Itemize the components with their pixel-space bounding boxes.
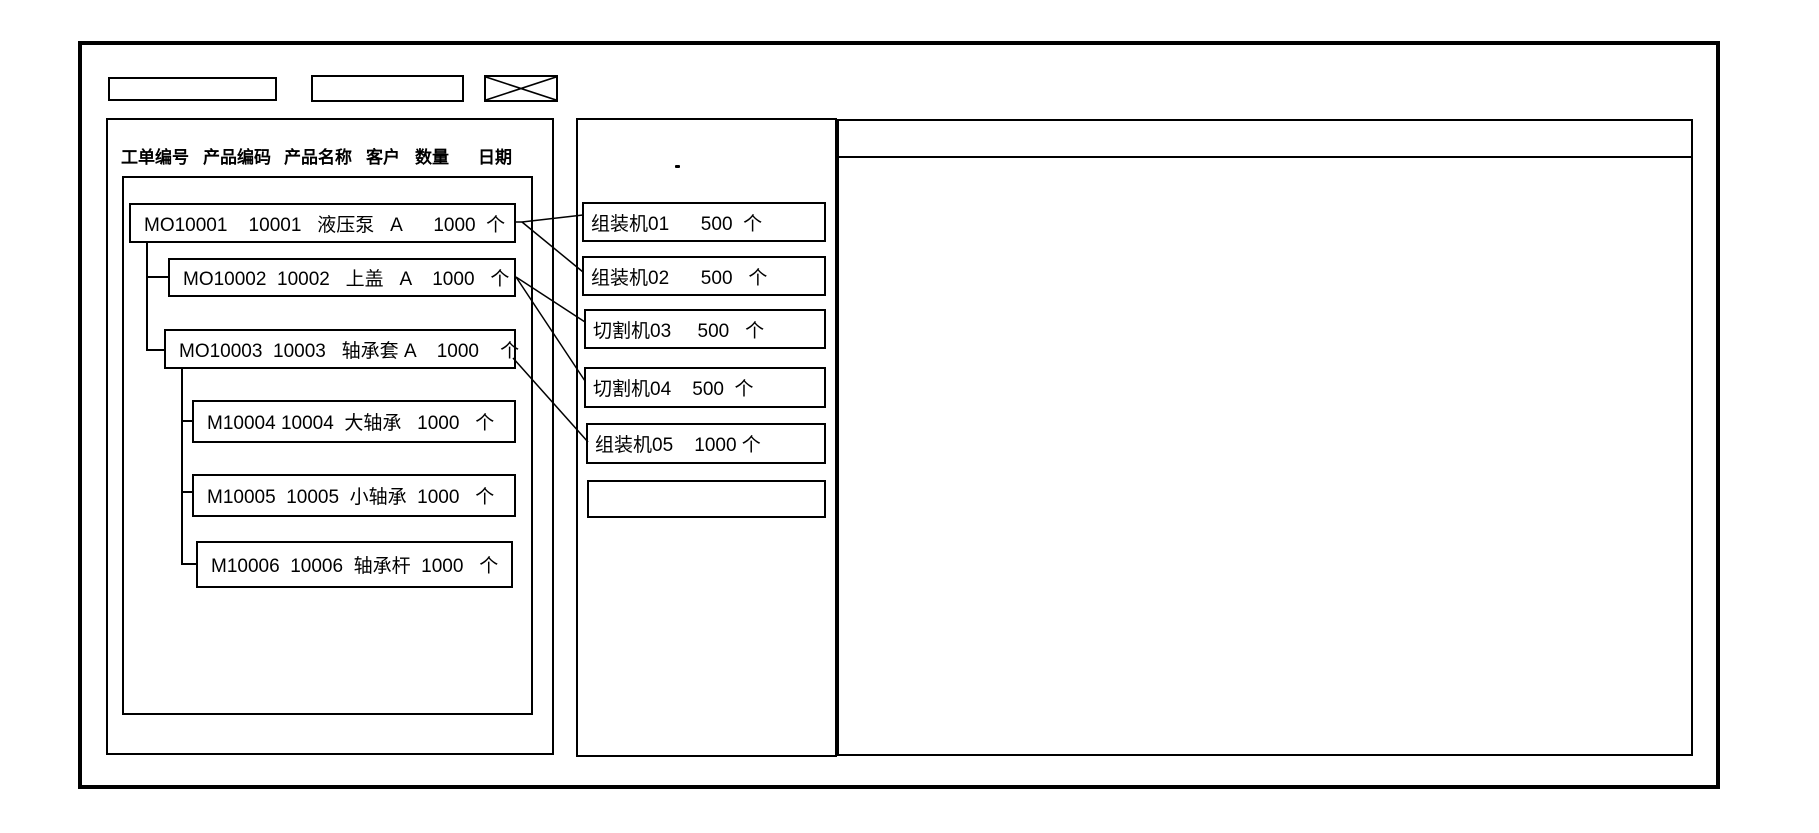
column-header-product-name: 产品名称 <box>284 148 352 167</box>
column-header-order-no: 工单编号 <box>121 148 189 167</box>
order-row-M10005[interactable]: M10005 10005 小轴承 1000 个 <box>192 474 516 517</box>
column-header-date: 日期 <box>478 148 512 167</box>
detail-panel-header <box>837 119 1693 158</box>
machine-box-zuzhuangji05[interactable]: 组装机05 1000 个 <box>586 423 826 464</box>
order-row-MO10002[interactable]: MO10002 10002 上盖 A 1000 个 <box>168 258 516 297</box>
machine-box-zuzhuangji02[interactable]: 组装机02 500 个 <box>582 256 826 296</box>
column-header-quantity: 数量 <box>415 148 449 167</box>
machine-box-qiegeji04[interactable]: 切割机04 500 个 <box>584 367 826 408</box>
toolbar-field-1[interactable] <box>108 77 277 101</box>
stray-dot <box>675 165 680 168</box>
order-row-M10004[interactable]: M10004 10004 大轴承 1000 个 <box>192 400 516 443</box>
machine-box-qiegeji03[interactable]: 切割机03 500 个 <box>584 309 826 349</box>
close-icon[interactable] <box>484 75 558 102</box>
column-header-product-code: 产品编码 <box>203 148 271 167</box>
order-row-MO10001[interactable]: MO10001 10001 液压泵 A 1000 个 <box>129 203 516 243</box>
column-header-customer: 客户 <box>366 148 400 167</box>
machine-box-empty[interactable] <box>587 480 826 518</box>
order-tree-container <box>122 176 533 715</box>
order-row-M10006[interactable]: M10006 10006 轴承杆 1000 个 <box>196 541 513 588</box>
machine-box-zuzhuangji01[interactable]: 组装机01 500 个 <box>582 202 826 242</box>
toolbar-field-2[interactable] <box>311 75 464 102</box>
detail-panel <box>837 119 1693 756</box>
x-icon <box>486 77 556 100</box>
order-row-MO10003[interactable]: MO10003 10003 轴承套 A 1000 个 <box>164 329 519 369</box>
